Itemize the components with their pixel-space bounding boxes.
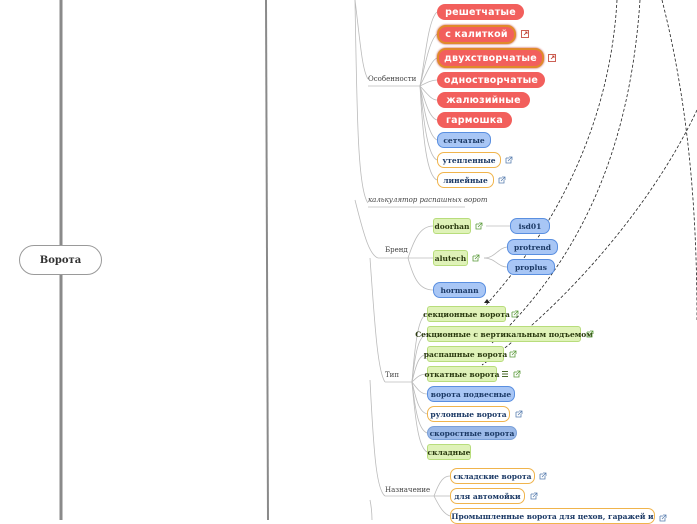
type-node[interactable]: секционные ворота [423, 306, 510, 322]
type-node[interactable]: Секционные с вертикальным подъемом [415, 326, 593, 342]
type-node[interactable]: откатные ворота [425, 366, 499, 382]
external-link-icon[interactable] [498, 176, 506, 184]
feature-node[interactable]: сетчатые [437, 132, 491, 148]
external-link-icon[interactable] [659, 514, 667, 522]
brand-node-protrend[interactable]: protrend [507, 239, 558, 255]
external-link-icon[interactable] [586, 330, 594, 338]
group-label-features: Особенности [368, 75, 417, 83]
feature-node[interactable]: гармошка [437, 112, 512, 128]
group-label-type: Тип [385, 371, 399, 379]
purpose-node[interactable]: складские ворота [450, 468, 535, 484]
brand-node-isd01[interactable]: isd01 [510, 218, 550, 234]
type-node[interactable]: рулонные ворота [427, 406, 510, 422]
type-node[interactable]: ворота подвесные [427, 386, 515, 402]
external-link-icon[interactable] [530, 492, 538, 500]
external-link-icon[interactable] [472, 254, 480, 262]
brand-node-hormann[interactable]: hormann [433, 282, 486, 298]
external-link-icon[interactable] [509, 350, 517, 358]
external-link-icon[interactable] [539, 472, 547, 480]
type-node[interactable]: распашные ворота [424, 346, 507, 362]
external-link-icon[interactable] [505, 156, 513, 164]
external-link-icon[interactable] [515, 410, 523, 418]
right-trunk [265, 0, 269, 520]
feature-node[interactable]: двухстворчатые [437, 48, 544, 68]
feature-node[interactable]: утепленные [437, 152, 501, 168]
external-link-icon[interactable] [475, 222, 483, 230]
external-link-icon[interactable] [511, 310, 519, 318]
type-node[interactable]: скоростные ворота [427, 426, 517, 440]
purpose-node[interactable]: для автомойки [450, 488, 525, 504]
group-label-purpose: Назначение [385, 486, 431, 494]
root-node[interactable]: Ворота [19, 245, 102, 275]
feature-node[interactable]: с калиткой [437, 25, 516, 44]
feature-node[interactable]: жалюзийные [437, 92, 530, 108]
brand-node-doorhan[interactable]: doorhan [433, 218, 471, 234]
feature-node[interactable]: линейные [437, 172, 494, 188]
group-label-brand: Бренд [385, 246, 408, 254]
feature-node[interactable]: одностворчатые [437, 72, 545, 88]
brand-node-proplus[interactable]: proplus [507, 259, 555, 275]
type-node[interactable]: складные [427, 444, 471, 460]
purpose-node[interactable]: Промышленные ворота для цехов, гаражей и [450, 508, 655, 524]
dashed-link [661, 0, 697, 321]
feature-node[interactable]: решетчатые [437, 4, 524, 20]
notes-icon[interactable] [501, 370, 509, 378]
brand-node-alutech[interactable]: alutech [433, 250, 468, 266]
group-label-calculator[interactable]: калькулятор распашных ворот [368, 196, 488, 204]
external-link-icon[interactable] [548, 54, 556, 62]
external-link-icon[interactable] [513, 370, 521, 378]
external-link-icon[interactable] [521, 30, 529, 38]
